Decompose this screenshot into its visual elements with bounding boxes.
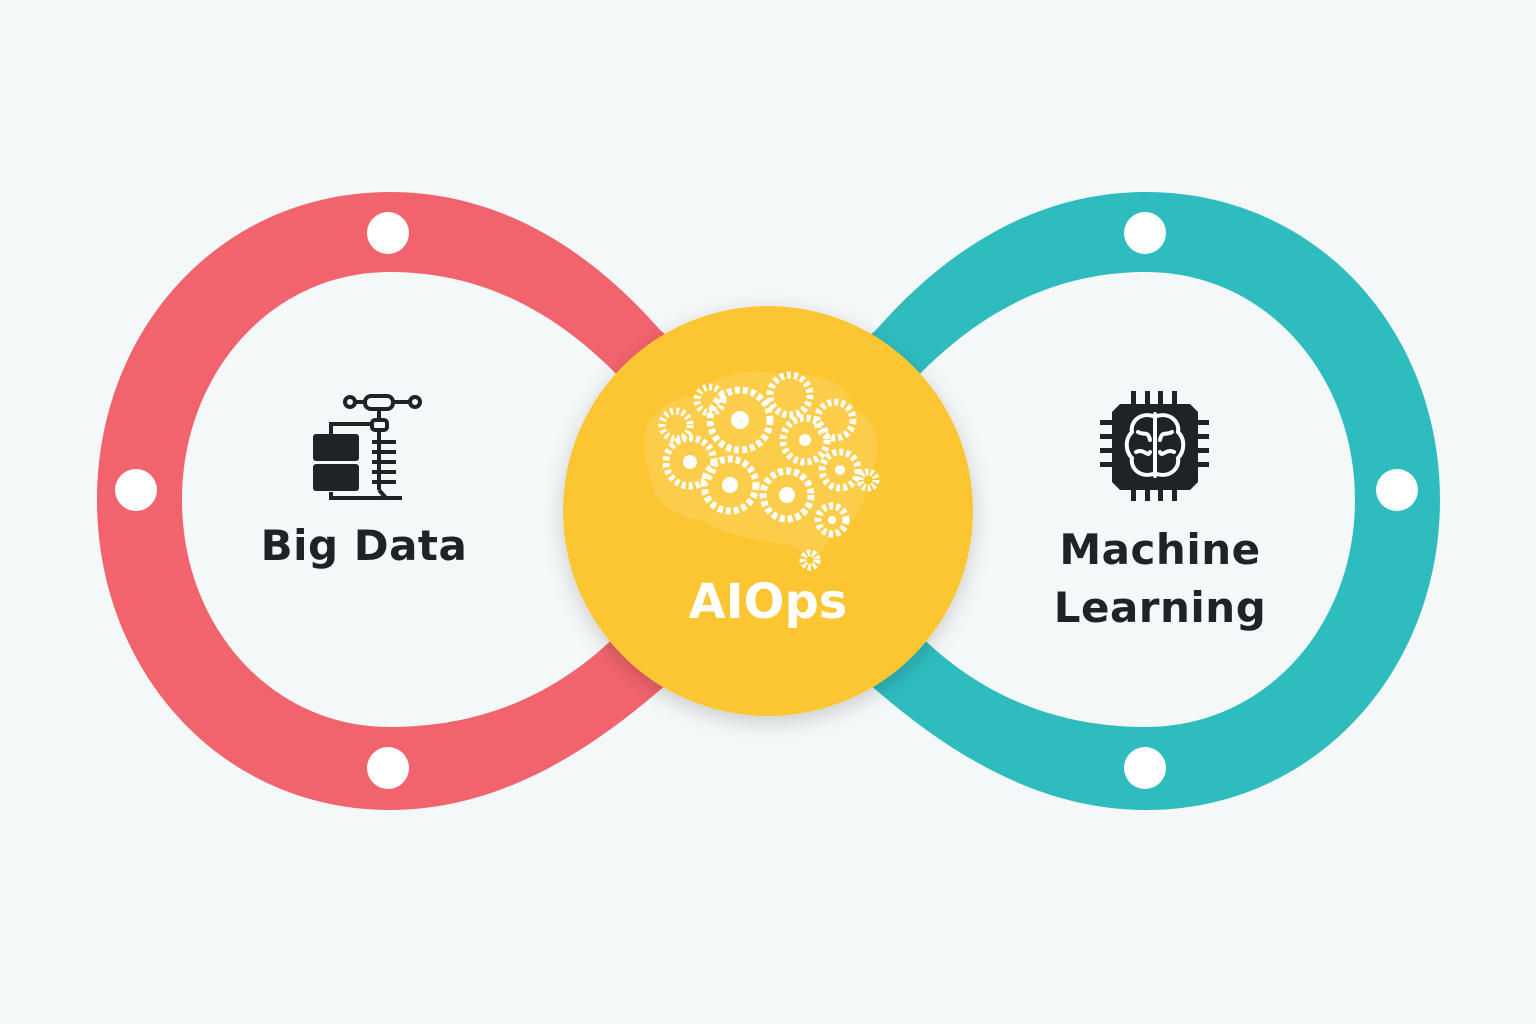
big-data-label: Big Data <box>260 521 468 570</box>
ring-dot-bottom <box>367 747 409 789</box>
gear-brain-icon <box>643 371 880 571</box>
machine-learning-ring <box>816 192 1440 810</box>
machine-learning-label-line2: Learning <box>1053 583 1267 632</box>
machine-learning-label: Machine Learning <box>1030 521 1290 637</box>
ring-dot-left <box>115 469 157 511</box>
ring-dot-bottom <box>1124 747 1166 789</box>
ring-dot-right <box>1376 469 1418 511</box>
big-data-ring <box>97 192 720 810</box>
brain-chip-icon <box>1100 391 1209 501</box>
ring-dot-top <box>367 212 409 254</box>
machine-learning-label-line1: Machine <box>1059 525 1261 574</box>
database-server-icon <box>313 394 422 500</box>
aiops-label: AIOps <box>688 574 848 630</box>
ring-dot-top <box>1124 212 1166 254</box>
